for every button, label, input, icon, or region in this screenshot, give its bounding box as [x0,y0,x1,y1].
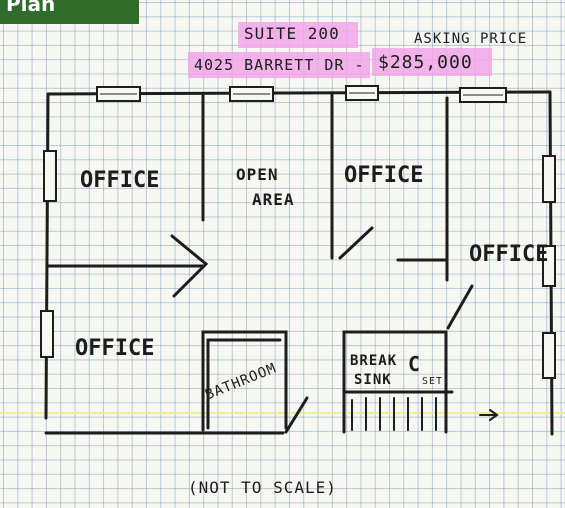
suite-highlight [238,22,358,48]
suite-label: SUITE 200 [244,24,340,43]
plan-badge: Plan [0,0,139,24]
room-office-top-left: OFFICE [80,168,160,193]
address-highlight [188,52,370,78]
plan-badge-text: Plan [6,0,56,16]
room-break-line1: BREAK [350,353,398,369]
small-arrow [479,409,499,421]
room-office-right: OFFICE [469,242,549,267]
room-open-area-line2: AREA [252,190,295,209]
window-left-1 [43,150,57,202]
door-swing-center [338,226,374,260]
asking-price-label: ASKING PRICE [414,31,528,47]
room-office-bottom-left: OFFICE [75,336,155,361]
door-swing-right [446,284,474,330]
window-right-1 [542,155,556,203]
not-to-scale-note: (NOT TO SCALE) [188,478,337,497]
price-value: $285,000 [378,52,473,73]
address-label: 4025 BARRETT DR - [194,56,365,74]
room-break-line2: SINK [354,372,392,388]
price-highlight [372,48,492,76]
room-closet-mark: C [408,352,422,376]
window-right-3 [542,332,556,379]
window-right-2 [542,245,556,287]
outer-wall-left [44,92,50,420]
hall-arrow [50,234,209,298]
bathroom-door [284,396,309,434]
yellow-highlight-line [0,412,565,414]
room-open-area-line1: OPEN [236,165,279,184]
room-closet-text: SET [422,376,444,387]
room-office-top-center: OFFICE [344,163,424,188]
break-room-wall [342,330,448,434]
bathroom-inner [206,338,282,430]
window-left-2 [40,310,54,358]
bathroom-wall [201,330,288,432]
